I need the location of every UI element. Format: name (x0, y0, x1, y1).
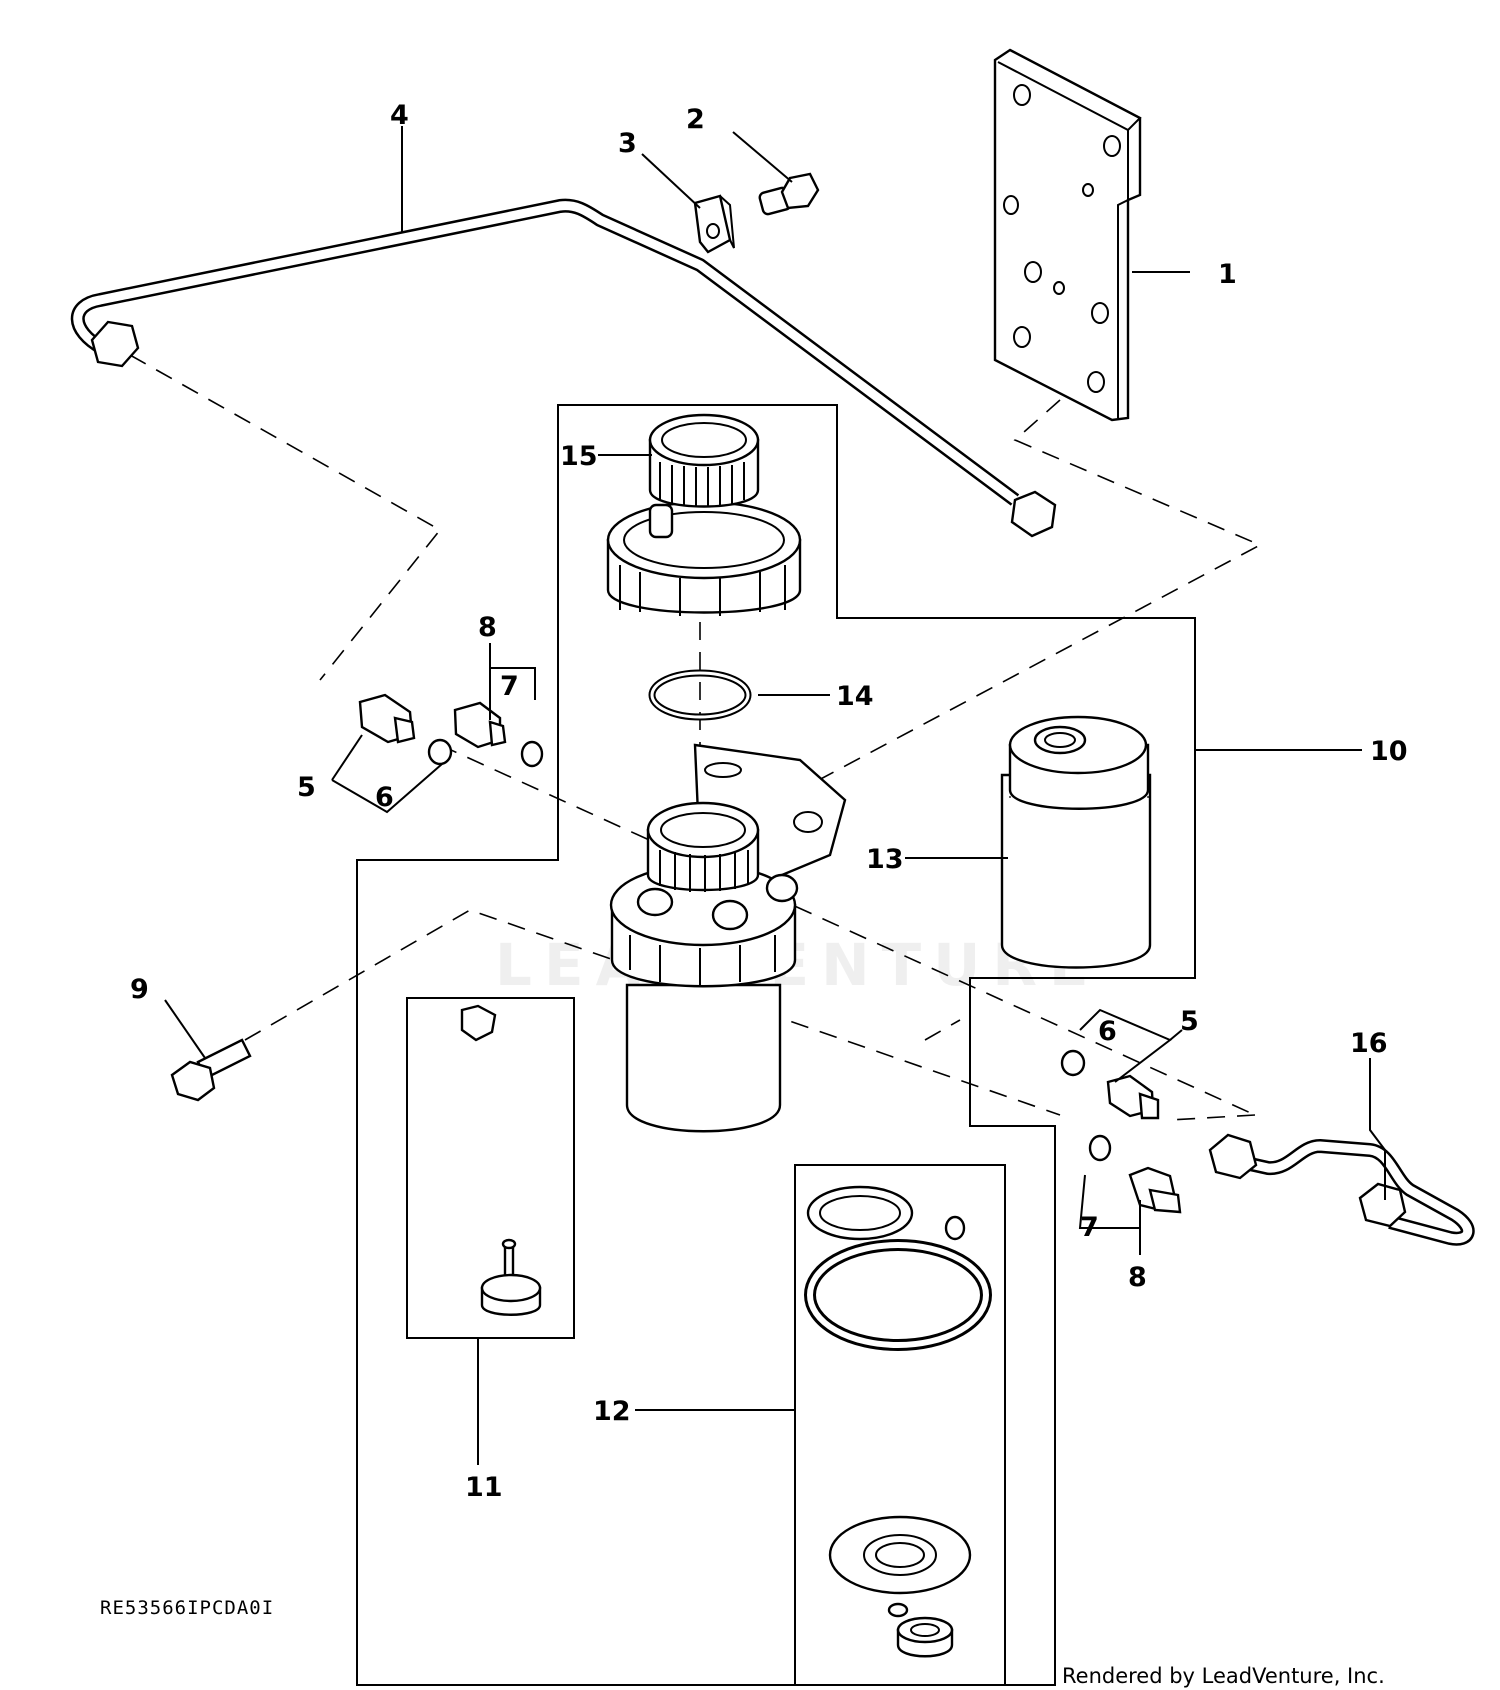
callout-10: 10 (1370, 736, 1408, 767)
washer-7-left (520, 740, 544, 768)
leader-lines (164, 126, 1386, 1465)
callout-14: 14 (836, 681, 874, 712)
callout-5-right: 5 (1180, 1006, 1199, 1037)
o-ring-14 (648, 669, 752, 721)
callout-13: 13 (866, 844, 904, 875)
callout-12: 12 (593, 1396, 631, 1427)
fitting-5-left (358, 693, 416, 744)
callout-7-right: 7 (1080, 1212, 1099, 1243)
callout-11: 11 (465, 1472, 503, 1503)
bolt-2 (758, 172, 820, 216)
callout-6-right: 6 (1098, 1016, 1117, 1047)
filter-element-13 (1000, 715, 1152, 969)
callout-4: 4 (390, 100, 409, 131)
filter-cap-15 (606, 413, 802, 616)
fuel-line-16 (1208, 1133, 1475, 1246)
filter-head-assembly (609, 743, 847, 1133)
render-credit: Rendered by LeadVenture, Inc. (1062, 1664, 1385, 1688)
callout-labels: 1 2 3 4 5 6 7 8 9 10 11 12 13 14 15 16 5… (130, 100, 1408, 1503)
callout-8-left: 8 (478, 612, 497, 643)
washer-6-right (1060, 1049, 1086, 1077)
callout-1: 1 (1218, 259, 1237, 290)
bolt-9 (170, 1038, 252, 1102)
kit-11-parts (460, 1004, 542, 1316)
washer-7-right (1088, 1134, 1112, 1162)
assembly-11-box (406, 997, 575, 1339)
assembly-10-outline (356, 404, 1196, 1686)
kit-12-parts (804, 1185, 992, 1658)
fitting-8-left (453, 701, 507, 749)
callout-2: 2 (686, 104, 705, 135)
callout-5-left: 5 (297, 772, 316, 803)
callout-7-left: 7 (500, 671, 519, 702)
callout-6-left: 6 (375, 782, 394, 813)
callout-8-right: 8 (1128, 1262, 1147, 1293)
clip-3 (693, 194, 735, 254)
assembly-12-box (794, 1164, 1006, 1686)
callout-3: 3 (618, 128, 637, 159)
callout-15: 15 (560, 441, 598, 472)
washer-6-left (427, 738, 453, 766)
fuel-line-4 (70, 198, 1057, 538)
callout-9: 9 (130, 974, 149, 1005)
figure-code: RE53566IPCDA0I (100, 1597, 274, 1619)
mounting-plate (993, 48, 1142, 422)
fitting-5-right (1106, 1074, 1160, 1120)
plug-8-right (1128, 1166, 1182, 1214)
callout-16: 16 (1350, 1028, 1388, 1059)
